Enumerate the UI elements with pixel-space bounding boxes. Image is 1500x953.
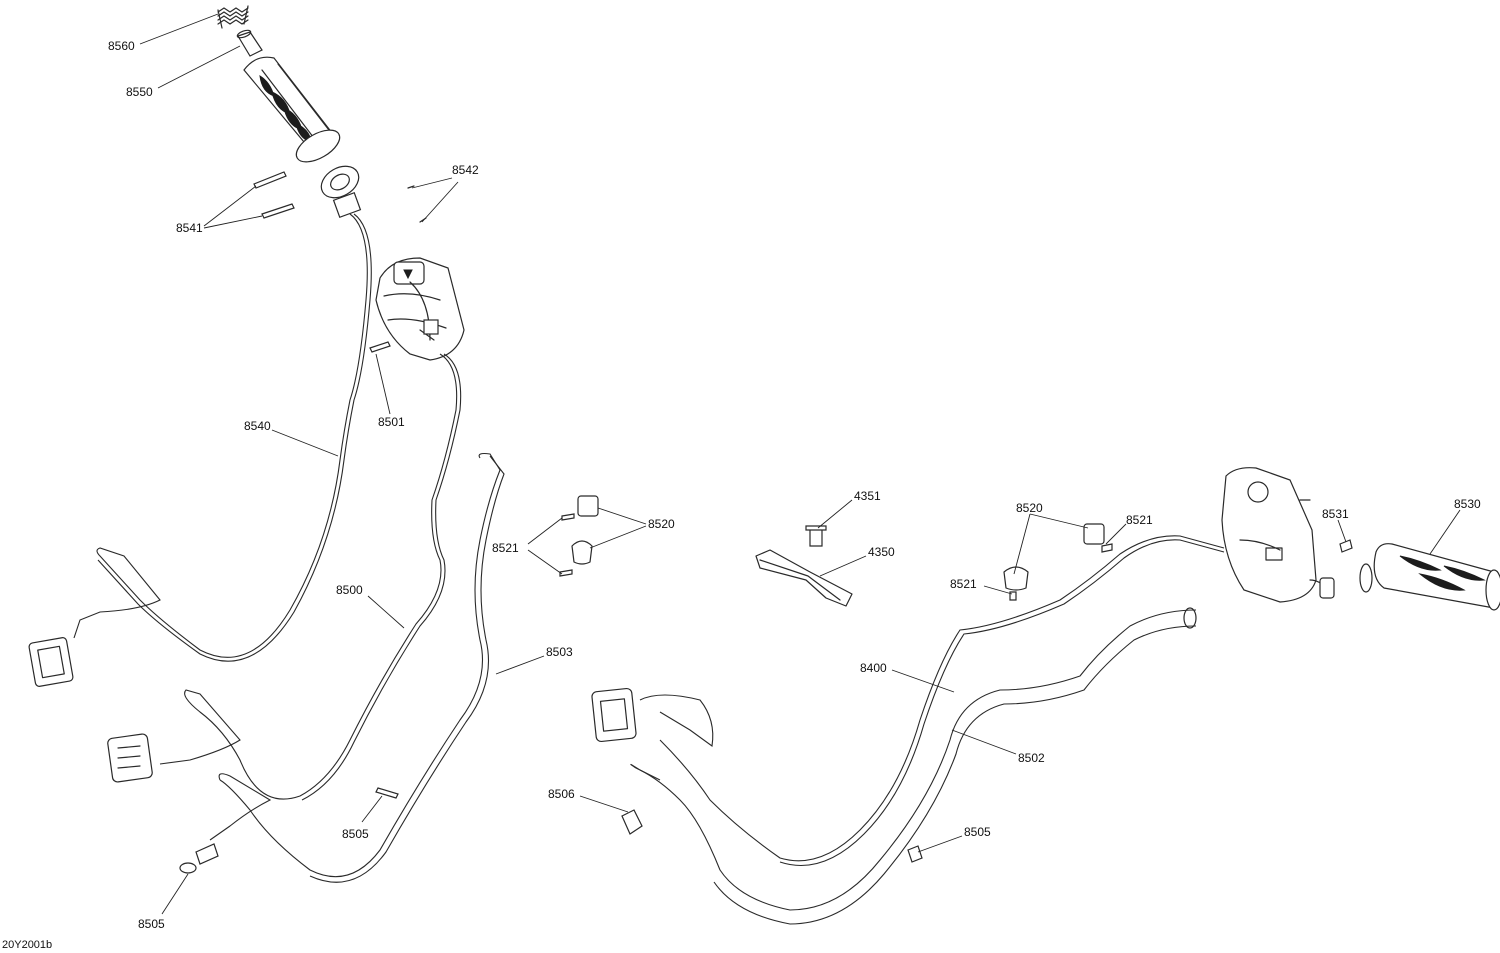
callout-8521-a: 8521 <box>492 541 519 555</box>
pin-4351 <box>805 525 827 547</box>
screw-8531 <box>1339 539 1353 553</box>
switch-housing-left <box>375 257 465 361</box>
callout-4351: 4351 <box>854 489 881 503</box>
spring-8560 <box>217 5 249 29</box>
cable-8503 <box>195 452 505 883</box>
clamp-8506 <box>621 809 643 835</box>
callout-8531: 8531 <box>1322 507 1349 521</box>
callout-8540: 8540 <box>244 419 271 433</box>
callout-8541: 8541 <box>176 221 203 235</box>
callout-8501: 8501 <box>378 415 405 429</box>
screw-8505c <box>907 845 923 863</box>
screws-8541 <box>253 171 295 219</box>
callout-8530: 8530 <box>1454 497 1481 511</box>
callout-8560: 8560 <box>108 39 135 53</box>
cable-8502 <box>630 607 1197 925</box>
cable-8500 <box>107 353 462 801</box>
screws-8521b <box>1009 543 1113 601</box>
heated-grip-left <box>243 56 362 218</box>
cable-8400 <box>591 535 1225 866</box>
callout-8505-c: 8505 <box>964 825 991 839</box>
callout-8500: 8500 <box>336 583 363 597</box>
cable-8540 <box>28 213 372 687</box>
grip-8530 <box>1359 543 1500 611</box>
screw-8505a <box>375 787 399 799</box>
screws-8521a <box>559 513 575 577</box>
leader-lines <box>139 13 1461 915</box>
drawing-id: 20Y2001b <box>2 939 52 951</box>
bushing-8550 <box>236 29 263 57</box>
callout-4350: 4350 <box>868 545 895 559</box>
callout-8550: 8550 <box>126 85 153 99</box>
callout-8503: 8503 <box>546 645 573 659</box>
callout-8520-a: 8520 <box>648 517 675 531</box>
clips-8520a <box>571 495 599 565</box>
callout-8502: 8502 <box>1018 751 1045 765</box>
clips-8520b <box>1003 523 1105 591</box>
callout-8542: 8542 <box>452 163 479 177</box>
callout-8505-a: 8505 <box>342 827 369 841</box>
clips-8542 <box>407 185 427 223</box>
clamp-8505b <box>179 862 197 874</box>
switch-housing-right <box>1221 467 1335 603</box>
callout-8400: 8400 <box>860 661 887 675</box>
bracket-4350 <box>755 549 853 607</box>
callout-8506: 8506 <box>548 787 575 801</box>
callout-8505-b: 8505 <box>138 917 165 931</box>
callout-8521-b: 8521 <box>1126 513 1153 527</box>
screw-8501 <box>369 341 391 353</box>
callout-8520-b: 8520 <box>1016 501 1043 515</box>
callout-8521-c: 8521 <box>950 577 977 591</box>
